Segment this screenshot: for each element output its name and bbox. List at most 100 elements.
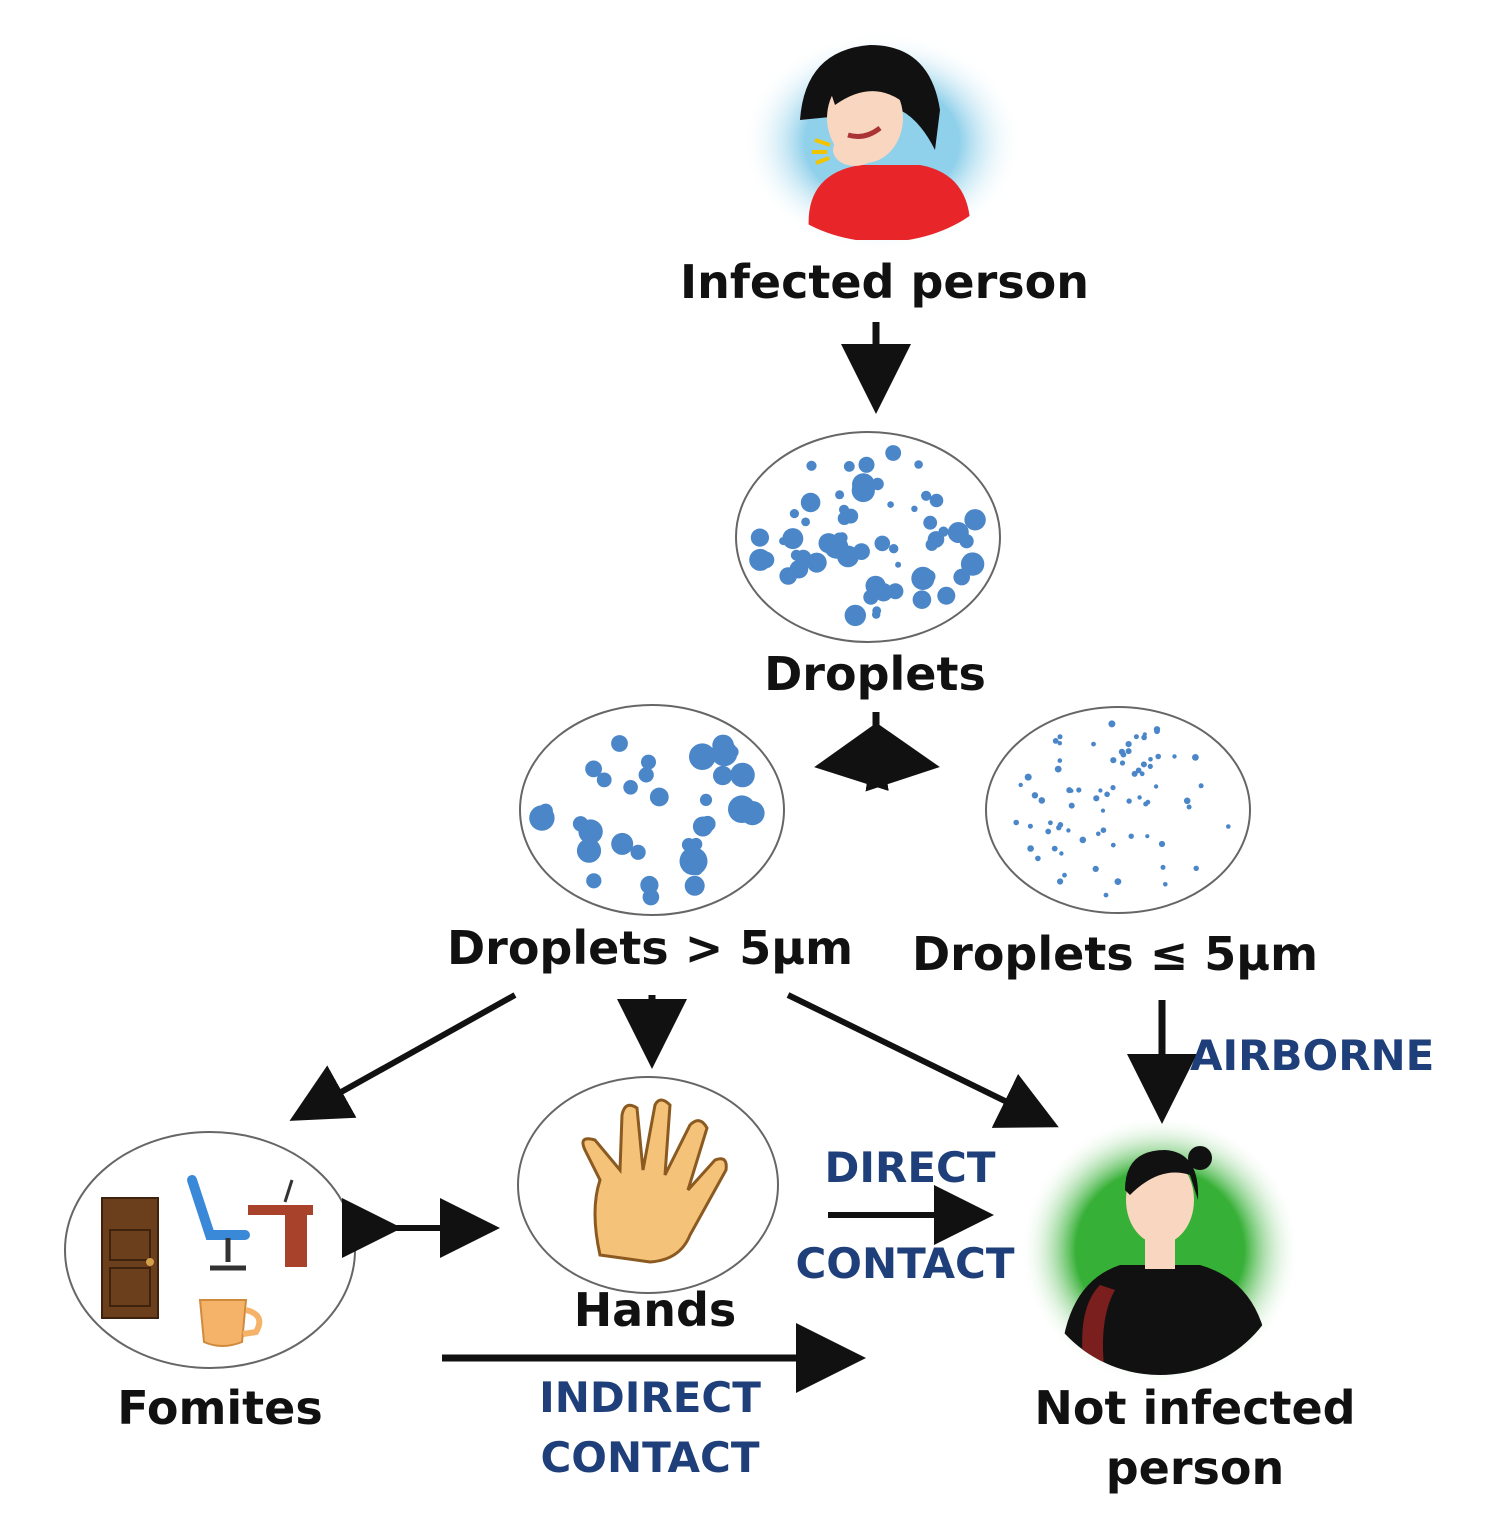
droplet-dot	[1110, 842, 1116, 848]
droplet-dot	[1119, 760, 1126, 766]
mug-icon	[198, 1299, 248, 1347]
droplet-dot	[740, 801, 765, 826]
droplet-dot	[1076, 787, 1082, 793]
droplet-dot	[837, 511, 851, 525]
droplet-dot	[1172, 754, 1177, 759]
droplet-dot	[1062, 872, 1067, 878]
droplet-dot	[1100, 808, 1106, 813]
label-direct-line2: CONTACT	[795, 1239, 1015, 1288]
infected-person-illustration	[742, 32, 1022, 252]
droplet-dot	[726, 745, 739, 759]
droplet-dot	[1066, 787, 1073, 794]
label-droplets: Droplets	[764, 647, 986, 701]
label-direct-line1: DIRECT	[824, 1143, 996, 1192]
droplet-dot	[872, 610, 881, 619]
droplet-dot	[874, 535, 891, 552]
droplet-dot	[538, 803, 553, 818]
droplet-dot	[1059, 851, 1064, 856]
droplet-dot	[1137, 795, 1142, 800]
droplet-dot	[1100, 827, 1107, 833]
droplet-dot	[1131, 770, 1138, 777]
droplet-dot	[1057, 734, 1063, 740]
droplet-dot	[1045, 828, 1052, 835]
droplet-dot	[684, 875, 705, 896]
droplet-dot	[806, 552, 827, 573]
droplet-dot	[1145, 799, 1151, 805]
droplet-dot	[800, 492, 821, 513]
droplet-dot	[865, 575, 886, 596]
droplet-dot	[1139, 771, 1145, 777]
droplet-dot	[887, 501, 894, 508]
droplet-dot	[749, 548, 772, 571]
droplet-dot	[1160, 864, 1166, 870]
droplet-dot	[692, 816, 713, 837]
droplet-dot	[1145, 834, 1150, 839]
droplet-dot	[1114, 878, 1122, 885]
droplet-dot	[690, 862, 703, 876]
label-infected-person: Infected person	[680, 255, 1090, 309]
droplet-dot	[1120, 751, 1127, 758]
droplet-dot	[1091, 741, 1096, 747]
droplet-dot	[922, 569, 936, 584]
droplet-dot	[852, 473, 875, 496]
droplet-dot	[578, 819, 603, 844]
droplet-dot	[1052, 738, 1059, 744]
droplet-dot	[1038, 797, 1046, 804]
droplet-dot	[623, 780, 638, 795]
label-indirect-line1: INDIRECT	[539, 1373, 761, 1422]
droplet-dot	[1226, 824, 1231, 829]
droplet-dot	[1066, 828, 1071, 833]
droplet-dot	[1142, 732, 1147, 737]
hand-illustration	[517, 1076, 779, 1294]
droplet-dot	[1093, 795, 1100, 802]
droplet-dot	[1096, 831, 1101, 837]
droplet-dot	[1153, 726, 1161, 733]
droplet-dot	[958, 573, 970, 584]
droplet-dot	[835, 490, 845, 500]
droplet-dot	[1057, 758, 1063, 763]
droplet-dot	[611, 832, 634, 855]
droplet-dot	[649, 787, 669, 807]
droplet-dot	[1158, 840, 1166, 848]
split-arrow	[814, 712, 940, 792]
droplet-dot	[789, 559, 809, 579]
droplet-dot	[699, 793, 713, 807]
droplet-dot	[912, 590, 932, 609]
label-not-infected-line2: person	[1105, 1441, 1285, 1495]
droplet-dot	[789, 508, 800, 519]
droplet-dot	[1125, 748, 1132, 755]
label-fomites: Fomites	[117, 1381, 323, 1435]
droplet-dot	[642, 888, 660, 906]
droplet-dot	[1147, 763, 1153, 770]
droplet-dot	[911, 505, 918, 512]
droplet-dot	[1079, 836, 1087, 844]
droplet-dot	[1193, 865, 1199, 871]
not-infected-person-illustration	[1020, 1115, 1300, 1385]
droplet-dot	[1104, 791, 1110, 798]
droplet-dot	[1183, 797, 1191, 805]
small-droplets-circle	[985, 706, 1251, 914]
droplet-dot	[1048, 820, 1053, 826]
droplet-dot	[833, 532, 846, 545]
droplet-dot	[1027, 845, 1034, 852]
droplet-dot	[1186, 804, 1192, 810]
droplet-dot	[1125, 741, 1132, 748]
droplet-dot	[1108, 720, 1116, 728]
droplet-dot	[947, 522, 969, 543]
label-droplets-small: Droplets ≤ 5μm	[911, 927, 1319, 981]
large-droplets-dots	[529, 734, 765, 906]
droplet-dot	[1092, 865, 1099, 873]
label-hands: Hands	[573, 1283, 737, 1337]
droplet-dot	[843, 461, 855, 472]
droplet-dot	[1110, 785, 1116, 791]
droplet-dot	[1128, 833, 1134, 839]
droplet-dot	[1054, 765, 1062, 773]
droplet-dot	[937, 586, 956, 605]
droplet-dot	[853, 543, 870, 560]
droplets-circle	[735, 431, 1001, 643]
droplet-dot	[630, 844, 646, 860]
droplet-dot	[750, 528, 770, 547]
droplet-dot	[927, 531, 945, 548]
droplet-dot	[1068, 802, 1075, 809]
droplet-dot	[713, 765, 733, 786]
